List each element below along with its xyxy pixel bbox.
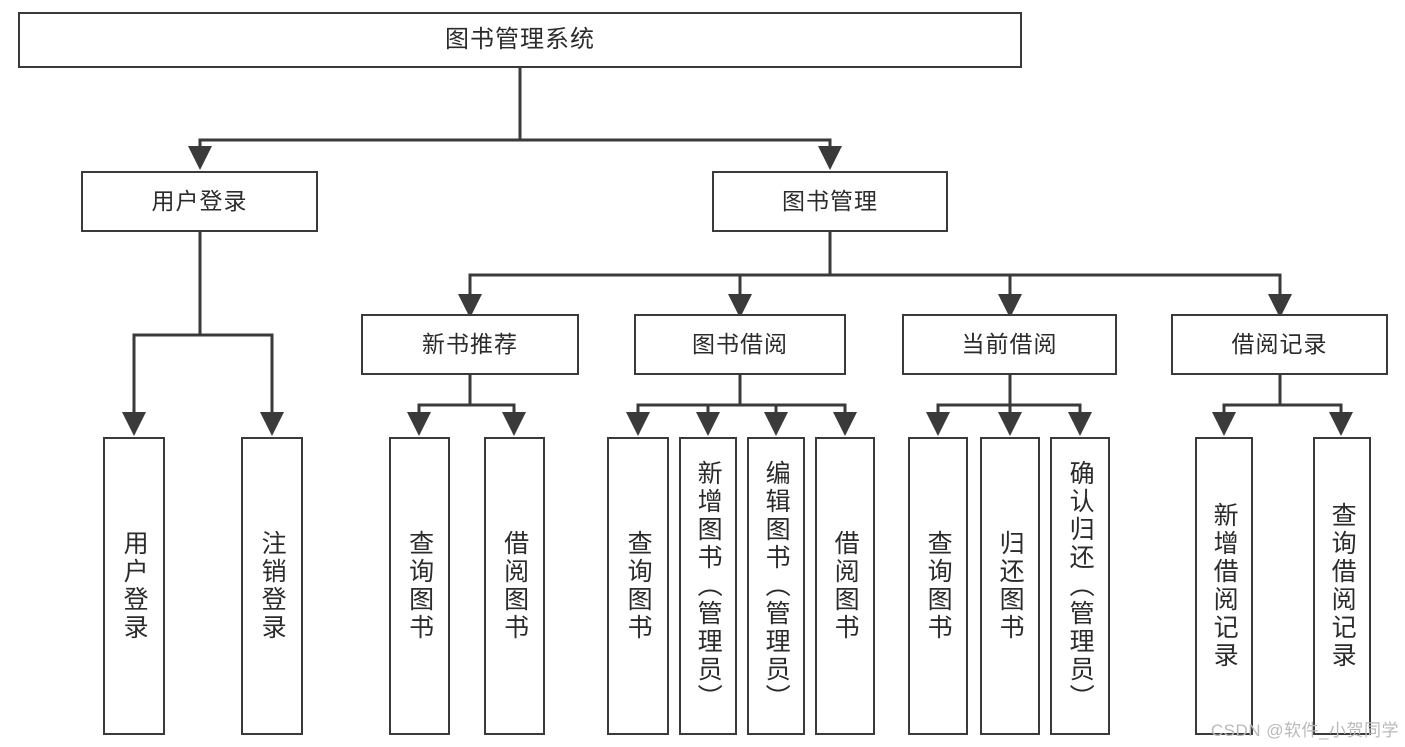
node-leaf-return-book[interactable]: 归还图书 [980,437,1040,735]
node-label: 查询图书 [924,530,953,642]
node-label: 编辑图书（管理员） [762,460,791,712]
node-label: 借阅记录 [1231,330,1328,357]
node-label: 归还图书 [996,530,1025,642]
node-leaf-query-record[interactable]: 查询借阅记录 [1313,437,1371,735]
node-label: 查询图书 [624,530,653,642]
node-leaf-borrow-book-2[interactable]: 借阅图书 [815,437,875,735]
node-leaf-add-book[interactable]: 新增图书（管理员） [679,437,737,735]
node-user-login[interactable]: 用户登录 [81,171,318,232]
node-leaf-logout-login[interactable]: 注销登录 [241,437,303,735]
node-leaf-user-login[interactable]: 用户登录 [103,437,165,735]
node-label: 图书借阅 [692,330,788,357]
node-leaf-query-book-2[interactable]: 查询图书 [607,437,669,735]
node-leaf-borrow-book-1[interactable]: 借阅图书 [484,437,545,735]
node-label: 用户登录 [151,187,248,214]
node-borrow-record[interactable]: 借阅记录 [1171,314,1388,375]
node-label: 注销登录 [258,530,287,642]
node-current-borrow[interactable]: 当前借阅 [902,314,1117,375]
node-label: 查询图书 [405,530,434,642]
node-label: 借阅图书 [500,530,529,642]
node-label: 确认归还（管理员） [1066,460,1095,712]
node-leaf-edit-book[interactable]: 编辑图书（管理员） [747,437,805,735]
node-leaf-add-record[interactable]: 新增借阅记录 [1195,437,1253,735]
node-new-book-recommend[interactable]: 新书推荐 [361,314,579,375]
node-label: 新增图书（管理员） [694,460,723,712]
node-book-manage[interactable]: 图书管理 [712,171,948,232]
node-leaf-query-book-3[interactable]: 查询图书 [908,437,968,735]
node-book-borrow[interactable]: 图书借阅 [634,314,846,375]
node-label: 图书管理系统 [445,25,595,53]
node-label: 新书推荐 [422,330,518,357]
node-leaf-query-book-1[interactable]: 查询图书 [389,437,450,735]
node-label: 查询借阅记录 [1328,502,1357,670]
node-root-system[interactable]: 图书管理系统 [18,12,1022,68]
node-label: 借阅图书 [831,530,860,642]
node-label: 新增借阅记录 [1210,502,1239,670]
node-label: 用户登录 [120,530,149,642]
node-leaf-confirm-return[interactable]: 确认归还（管理员） [1050,437,1110,735]
watermark-text: CSDN @软件_小贺同学 [1210,721,1399,740]
node-label: 图书管理 [782,187,878,214]
node-label: 当前借阅 [961,330,1058,357]
